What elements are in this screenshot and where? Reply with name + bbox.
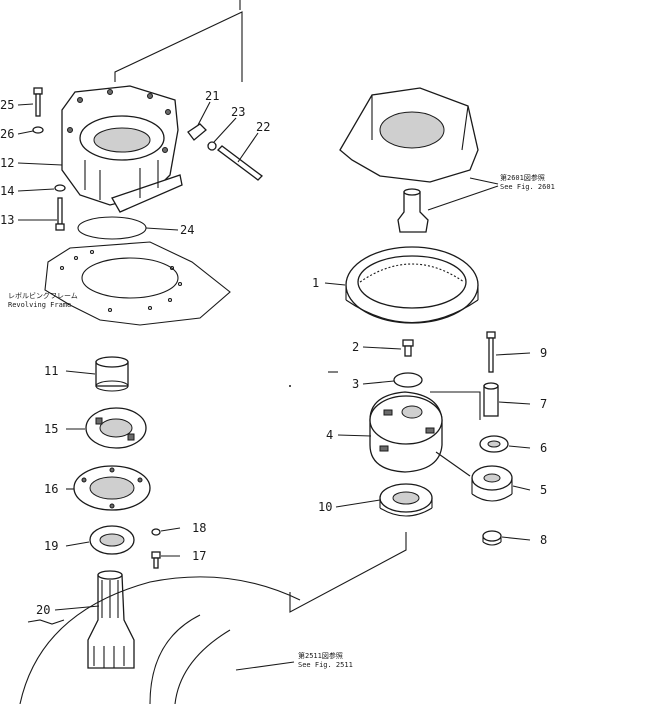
ref-2601-en: See Fig. 2601 [500, 183, 555, 191]
bushing-11 [95, 356, 129, 392]
revolving-frame [44, 241, 231, 326]
swing-circle-arcs [19, 576, 301, 705]
spacer-8 [482, 530, 502, 546]
drive-shaft [397, 188, 429, 233]
stray-dot [289, 385, 291, 387]
bolt-25 [33, 87, 43, 117]
planet-carrier-4 [369, 391, 443, 473]
label-5: 5 [540, 483, 547, 497]
bolt-13 [55, 197, 65, 231]
pinion-shaft-20 [87, 570, 135, 669]
washer-18 [151, 528, 161, 536]
label-16: 16 [44, 482, 58, 496]
ref-2601-leader-1 [469, 177, 499, 185]
washer-14 [54, 184, 66, 192]
label-25: 25 [0, 98, 14, 112]
ref-2511-jp: 第2511図参照 [298, 651, 343, 660]
bearing-race-19 [89, 525, 135, 555]
ref-2601-jp: 第2601図参照 [500, 173, 545, 182]
label-14: 14 [0, 184, 14, 198]
o-ring-24 [77, 216, 147, 240]
label-1: 1 [312, 276, 319, 290]
frame-note-en: Revolving Frame [8, 301, 71, 309]
label-20: 20 [36, 603, 50, 617]
label-7: 7 [540, 397, 547, 411]
needle-bearing-6 [479, 435, 509, 453]
label-26: 26 [0, 127, 14, 141]
ring-gear-1 [345, 246, 479, 324]
elbow-fitting-21 [187, 123, 207, 141]
bolt-17 [151, 551, 161, 569]
planet-gear-5 [471, 465, 513, 502]
bearing-10 [379, 483, 433, 517]
label-17: 17 [192, 549, 206, 563]
frame-note-jp: レボルビングフレーム [8, 291, 78, 300]
case-reference-part [339, 87, 479, 183]
label-3: 3 [352, 377, 359, 391]
leader-lines [17, 101, 531, 611]
thrust-washer-3 [393, 372, 423, 388]
washer-26 [32, 126, 44, 134]
ref-2511-leader [235, 661, 295, 671]
ref-2601-leader-2 [427, 185, 499, 211]
label-15: 15 [44, 422, 58, 436]
ref-2511-en: See Fig. 2511 [298, 661, 353, 669]
part-number-labels: 1 2 3 4 5 6 7 8 9 10 11 12 13 14 15 16 1… [0, 89, 547, 617]
label-2: 2 [352, 340, 359, 354]
planet-pin-7 [483, 382, 499, 417]
label-18: 18 [192, 521, 206, 535]
label-10: 10 [318, 500, 332, 514]
label-19: 19 [44, 539, 58, 553]
label-12: 12 [0, 156, 14, 170]
bolt-9 [486, 331, 496, 373]
bearing-15 [85, 407, 147, 449]
label-4: 4 [326, 428, 333, 442]
plug-23 [207, 141, 217, 151]
label-11: 11 [44, 364, 58, 378]
right-group-bracket [289, 391, 481, 613]
label-21: 21 [205, 89, 219, 103]
label-22: 22 [256, 120, 270, 134]
label-24: 24 [180, 223, 194, 237]
top-group-bracket [114, 0, 243, 82]
label-6: 6 [540, 441, 547, 455]
seal-cover-16 [73, 465, 151, 511]
pipe-22 [217, 145, 263, 181]
motor-housing [61, 85, 183, 213]
label-8: 8 [540, 533, 547, 547]
bolt-2 [402, 339, 414, 357]
label-23: 23 [231, 105, 245, 119]
label-9: 9 [540, 346, 547, 360]
label-13: 13 [0, 213, 14, 227]
